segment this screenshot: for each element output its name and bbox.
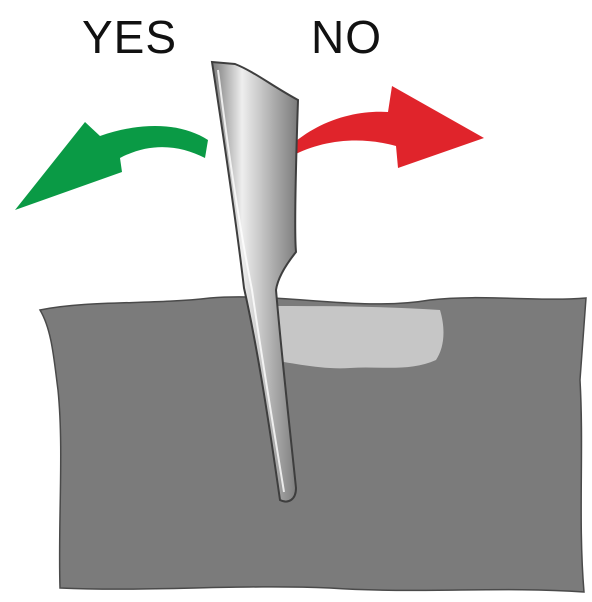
scraped-groove xyxy=(262,306,443,368)
yes-label: YES xyxy=(82,14,177,60)
yes-arrow-icon xyxy=(15,122,208,210)
no-label: NO xyxy=(311,14,382,60)
no-arrow-icon xyxy=(288,86,484,168)
